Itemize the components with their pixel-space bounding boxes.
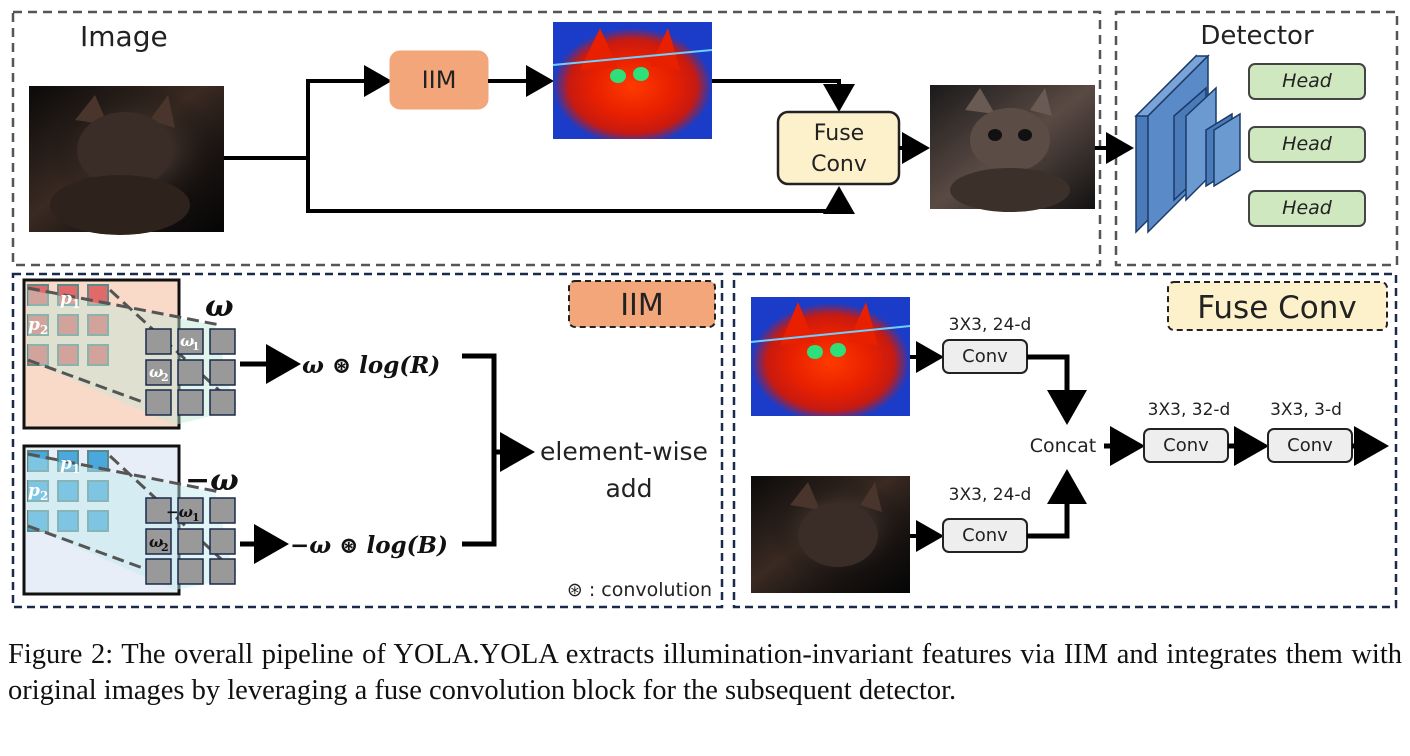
image-label: Image [80,20,168,53]
w2-subscript: 2 [161,371,169,384]
head-label-1: Head [1282,70,1333,92]
neg-omega-kernel-grid [145,497,236,585]
p2-label-blue: p [28,481,40,501]
omega-kernel-grid [145,328,236,416]
p1-label: p [60,289,72,309]
fuse-feature-map [750,297,911,416]
conv1-spec: 3X3, 24-d [949,315,1032,335]
neg-w2-label: ω [149,533,163,551]
iim-block-label: IIM [422,66,457,94]
head-label-3: Head [1282,197,1333,219]
p2-subscript-blue: 2 [40,489,48,503]
expr-log-r: ω ⊛ log(R) [302,352,440,379]
pipeline-diagram: Image IIM Fuse Conv Detector [11,10,1399,609]
head-block-3 [1248,190,1366,227]
fuse-panel-border [732,272,1398,609]
fuse-input-image [751,476,910,593]
head-blocks: Head Head Head [1248,63,1366,227]
fuse-conv-label-1: Fuse [814,121,864,146]
p1-subscript-blue: 1 [72,462,80,476]
p1-label-blue: p [60,454,72,474]
conv-bottom-spec: 3X3, 24-d [949,485,1032,505]
w2-label: ω [149,363,163,381]
blue-channel-patch: p 1 p 2 [22,444,237,596]
fused-image [930,85,1095,212]
w1-label: ω [180,332,194,350]
conv1-label: Conv [962,346,1008,367]
neg-w1-label: −ω [166,503,193,521]
iim-panel-border [11,272,724,609]
omega-symbol: ω [205,289,234,324]
neg-omega-symbol: −ω [185,463,239,498]
fuse-conv-label-2: Conv [811,152,867,177]
p2-label: p [28,315,40,335]
conv-bottom-label: Conv [962,525,1008,546]
w1-subscript: 1 [192,340,200,353]
p2-subscript: 2 [40,323,48,337]
neg-w2-subscript: 2 [161,541,169,554]
p1-subscript: 1 [72,297,80,311]
detector-border [1114,10,1399,267]
main-pipeline-border [11,10,1102,267]
input-image [29,86,224,235]
iim-panel-title: IIM [620,288,664,323]
conv2-label: Conv [1163,435,1209,456]
conv3-spec: 3X3, 3-d [1270,400,1342,420]
figure-caption: Figure 2: The overall pipeline of YOLA.Y… [8,639,1402,706]
conv2-spec: 3X3, 32-d [1148,400,1231,420]
convolution-legend: ⊛ : convolution [567,579,712,601]
head-block-1 [1248,63,1366,100]
expr-log-b: −ω ⊛ log(B) [290,532,448,559]
detector-backbone-icon [1134,54,1241,234]
head-block-2 [1248,126,1366,163]
head-label-2: Head [1282,133,1333,155]
element-wise-label-1: element-wise [540,437,708,466]
fuse-panel-title: Fuse Conv [1197,290,1356,326]
neg-w1-subscript: 1 [192,511,200,524]
conv3-label: Conv [1287,435,1333,456]
iim-panel-title-box [568,280,716,328]
element-wise-label-2: add [605,474,652,503]
fuse-panel-title-box [1167,281,1388,331]
concat-label: Concat [1030,435,1096,457]
iim-feature-map [552,22,713,139]
detector-label: Detector [1200,21,1314,51]
